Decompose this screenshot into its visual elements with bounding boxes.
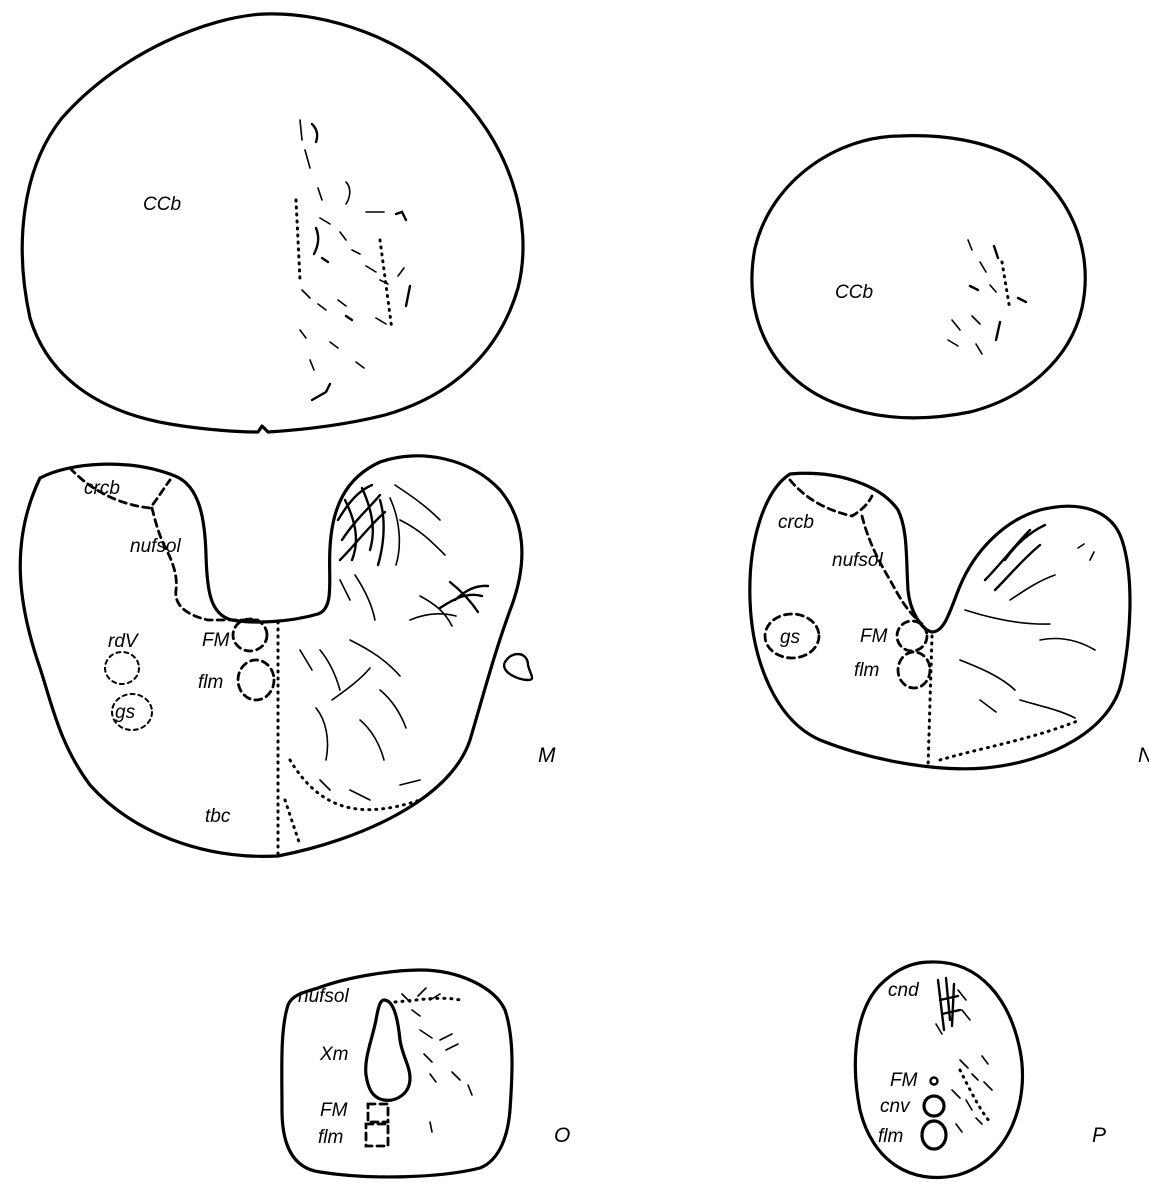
panel-o-xm-outline [366, 1000, 410, 1100]
panel-n-label-ccb: CCb [835, 282, 873, 303]
panel-m-cerebellum-stain [296, 120, 410, 400]
panel-m-cerebellum-outline [22, 14, 523, 432]
panel-n-label-nufsol: nufsol [832, 550, 883, 571]
panel-p-label-fm: FM [890, 1070, 918, 1091]
panel-p-label-flm: flm [878, 1126, 903, 1147]
panel-o-label-flm: flm [318, 1127, 343, 1148]
panel-m-label-crcb: crcb [84, 478, 120, 499]
panel-p-stain [952, 1056, 992, 1132]
panel-m-medulla-outline [20, 456, 522, 857]
panel-m: CCb crcb nufsol rdV FM flm gs tbc [20, 14, 556, 856]
panel-p-label-cnv: cnv [880, 1096, 911, 1117]
panel-p-cnv-circle [924, 1096, 944, 1116]
panel-m-label-ccb: CCb [143, 194, 181, 215]
panel-o-label-fm: FM [320, 1100, 348, 1121]
panel-n-label-fm: FM [860, 626, 888, 647]
panel-p-letter: P [1092, 1124, 1106, 1147]
panel-m-flm-circle [238, 660, 274, 700]
panel-n-letter: N [1138, 744, 1149, 767]
panel-m-letter: M [538, 744, 556, 767]
panel-m-label-rdv: rdV [108, 631, 140, 652]
panel-m-vessel [504, 654, 532, 680]
panel-m-label-flm: flm [198, 672, 223, 693]
panel-m-rdv-circle [105, 652, 139, 684]
panel-o-fm-box [368, 1104, 388, 1122]
panel-n-label-crcb: crcb [778, 512, 814, 533]
panel-m-label-gs: gs [115, 702, 136, 723]
panel-n-flm-circle [898, 652, 930, 688]
panel-p-flm-circle [922, 1121, 946, 1149]
panel-m-label-nufsol: nufsol [130, 536, 181, 557]
panel-n-crcb-boundary [790, 480, 872, 516]
panel-m-fm-circle [233, 619, 267, 651]
panel-m-label-tbc: tbc [205, 806, 231, 827]
panel-m-label-fm: FM [202, 630, 230, 651]
panel-p: cnd FM cnv flm P [855, 962, 1106, 1178]
panel-n-label-flm: flm [854, 660, 879, 681]
panel-n-medulla-stain [940, 525, 1095, 760]
panel-o-letter: O [554, 1124, 570, 1147]
panel-p-cnd-stain [936, 978, 970, 1034]
panel-n-cerebellum-stain [948, 240, 1026, 354]
panel-n-cerebellum-outline [752, 136, 1085, 418]
panel-o: nufsol Xm FM flm O [282, 970, 571, 1177]
panel-o-label-nufsol: nufsol [298, 986, 349, 1007]
panel-p-fm-circle [931, 1078, 938, 1085]
panel-n-label-gs: gs [780, 627, 801, 648]
panel-p-label-cnd: cnd [888, 980, 920, 1001]
panel-n: CCb crcb nufsol gs FM flm N [750, 136, 1149, 769]
panel-n-midline [928, 636, 932, 768]
panel-o-label-xm: Xm [319, 1044, 349, 1065]
panel-m-medulla-stain [285, 485, 488, 845]
panel-o-flm-box [366, 1124, 388, 1146]
